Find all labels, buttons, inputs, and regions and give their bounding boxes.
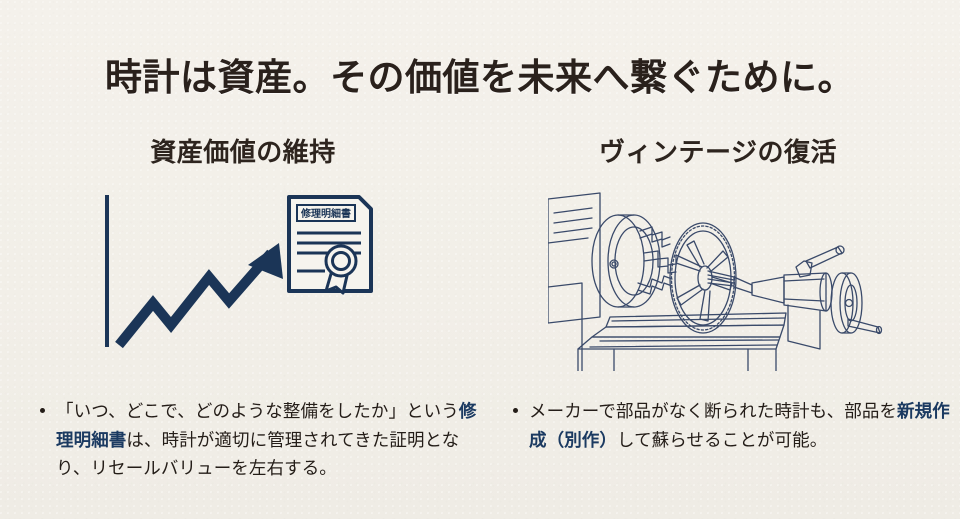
section-heading-asset-value: 資産価値の維持 (150, 136, 336, 167)
list-item: 「いつ、どこで、どのような整備をしたか」という修理明細書は、時計が適切に管理され… (34, 397, 478, 482)
bullet-list-asset-value: 「いつ、どこで、どのような整備をしたか」という修理明細書は、時計が適切に管理され… (8, 397, 478, 482)
lathe-handwheel (830, 272, 883, 335)
lathe-headstock-body (548, 192, 601, 372)
page-title: 時計は資産。その価値を未来へ繋ぐために。 (105, 56, 855, 98)
chart-rising-arrow (115, 243, 283, 349)
lathe-bed (577, 312, 787, 372)
lathe-tailstock (783, 245, 845, 350)
certificate-document: 修理明細書 (287, 195, 373, 295)
certificate-title: 修理明細書 (300, 207, 351, 220)
lathe-chuck (591, 214, 677, 308)
bullet-text-segment: メーカーで部品がなく断られた時計も、部品を (529, 401, 898, 422)
bullet-text-segment: 「いつ、どこで、どのような整備をしたか」という (56, 401, 459, 422)
bullet-list-vintage-revival: メーカーで部品がなく断られた時計も、部品を新規作成（別作）して蘇らせることが可能… (483, 397, 953, 454)
illustration-metal-lathe (483, 191, 953, 387)
lathe-gear-workpiece (669, 222, 737, 334)
section-asset-value: 資産価値の維持 修理明細書 (8, 112, 478, 512)
illustration-growth-chart-with-certificate: 修理明細書 (8, 191, 478, 387)
bullet-text-segment: して蘇らせることが可能。 (617, 429, 828, 450)
section-vintage-revival: ヴィンテージの復活 (483, 112, 953, 512)
section-heading-vintage-revival: ヴィンテージの復活 (599, 136, 837, 167)
ribbon-seal-icon (324, 244, 358, 295)
bullet-text-segment: は、時計が適切に管理されてきた証明となり、リセールバリューを左右する。 (56, 429, 460, 478)
list-item: メーカーで部品がなく断られた時計も、部品を新規作成（別作）して蘇らせることが可能… (507, 397, 953, 454)
lathe-live-center (733, 276, 785, 304)
bullet-text-highlight: 修理明細書 (56, 401, 477, 450)
bullet-text-highlight: 新規作成（別作） (529, 401, 950, 450)
